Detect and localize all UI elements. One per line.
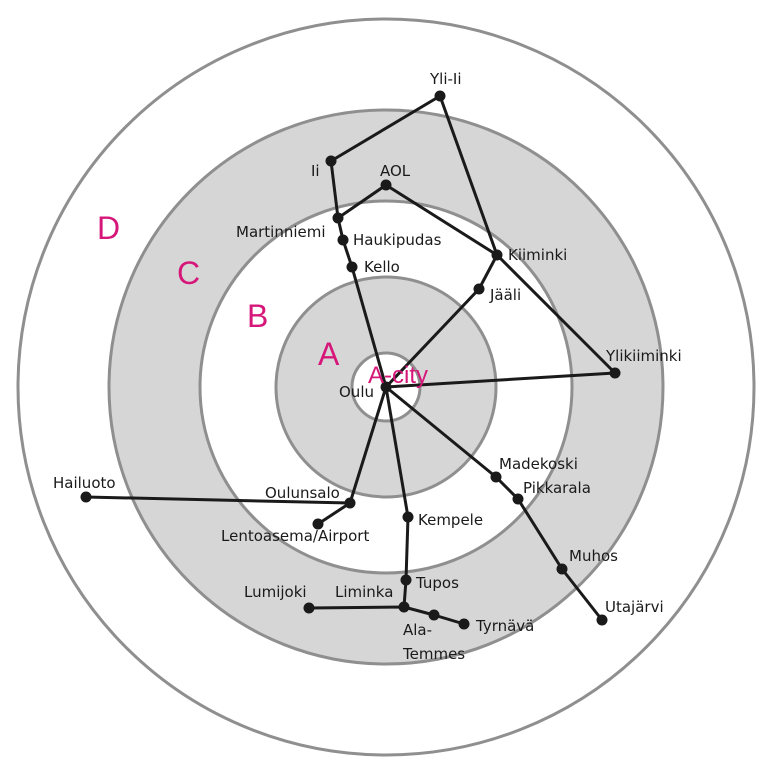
stop-label-aol: AOL — [380, 162, 411, 180]
zone-label-a: A — [318, 336, 340, 372]
stop-label-tupos: Tupos — [415, 574, 459, 592]
stop-marker-oulunsalo[interactable] — [344, 497, 356, 509]
stop-label-tyrnava: Tyrnävä — [475, 617, 534, 635]
stop-marker-aol[interactable] — [380, 179, 392, 191]
stop-label-ylikiiminki: Ylikiiminki — [605, 347, 682, 365]
stop-label-jaali: Jääli — [489, 286, 521, 304]
zone-label-d: D — [97, 210, 120, 246]
stop-marker-lumijoki[interactable] — [303, 602, 315, 614]
stop-label-oulunsalo: Oulunsalo — [265, 484, 340, 502]
stop-marker-lentoasema[interactable] — [312, 518, 324, 530]
stop-marker-ii[interactable] — [325, 155, 337, 167]
route-oulu-ylikiiminki — [384, 371, 617, 389]
stop-label-madekoski: Madekoski — [499, 455, 578, 473]
stop-label-liminka: Liminka — [335, 583, 393, 601]
stop-marker-tyrnava[interactable] — [458, 618, 470, 630]
stop-marker-kempele[interactable] — [402, 511, 414, 523]
stop-marker-martinniemi[interactable] — [332, 212, 344, 224]
stop-label-ala-temmes-line2: Temmes — [402, 645, 465, 663]
zone-labels: D C B A A-city — [97, 210, 428, 389]
route-yli-ii-ii — [329, 94, 442, 389]
stop-label-ii: Ii — [311, 162, 320, 180]
stop-marker-ylikiiminki[interactable] — [609, 367, 621, 379]
stop-label-pikkarala: Pikkarala — [523, 479, 591, 497]
stop-label-yli-ii: Yli-Ii — [429, 70, 462, 88]
stop-marker-jaali[interactable] — [473, 283, 485, 295]
route-aol-martinniemi — [336, 183, 388, 220]
stop-marker-oulu[interactable] — [380, 381, 392, 393]
stop-label-kiiminki: Kiiminki — [508, 246, 567, 264]
stop-label-kello: Kello — [364, 258, 400, 276]
stop-marker-madekoski[interactable] — [490, 471, 502, 483]
stop-label-muhos: Muhos — [569, 547, 618, 565]
zone-label-a-city: A-city — [368, 362, 428, 389]
stop-marker-liminka[interactable] — [398, 601, 410, 613]
stop-labels: Oulu Yli-Ii Ii AOL Martinniemi Haukipuda… — [53, 70, 682, 663]
stop-label-hailuoto: Hailuoto — [53, 474, 116, 492]
stop-label-oulu: Oulu — [339, 383, 374, 401]
stop-marker-ala-temmes[interactable] — [428, 609, 440, 621]
stop-marker-tupos[interactable] — [400, 574, 412, 586]
stop-marker-muhos[interactable] — [556, 563, 568, 575]
zone-label-b: B — [247, 298, 268, 334]
zone-label-c: C — [177, 255, 200, 291]
stop-label-kempele: Kempele — [418, 511, 483, 529]
route-oulu-liminka — [384, 385, 410, 609]
stop-label-lentoasema: Lentoasema/Airport — [221, 527, 369, 545]
stop-label-utajarvi: Utajärvi — [605, 598, 664, 616]
route-yli-ii-kiiminki — [438, 94, 499, 257]
stop-marker-hailuoto[interactable] — [80, 491, 92, 503]
stop-label-ala-temmes-line1: Ala- — [403, 621, 432, 639]
stop-marker-haukipudas[interactable] — [337, 234, 349, 246]
stop-label-lumijoki: Lumijoki — [244, 583, 307, 601]
stop-marker-utajarvi[interactable] — [596, 614, 608, 626]
stop-marker-yli-ii[interactable] — [434, 90, 446, 102]
route-oulunsalo-airport — [316, 501, 352, 526]
stop-label-haukipudas: Haukipudas — [353, 231, 442, 249]
stop-marker-kiiminki[interactable] — [491, 249, 503, 261]
stop-marker-kello[interactable] — [346, 261, 358, 273]
route-lumijoki-tyrnava — [307, 605, 466, 626]
stop-markers — [80, 90, 621, 630]
stop-marker-pikkarala[interactable] — [512, 493, 524, 505]
stop-label-martinniemi: Martinniemi — [236, 223, 326, 241]
